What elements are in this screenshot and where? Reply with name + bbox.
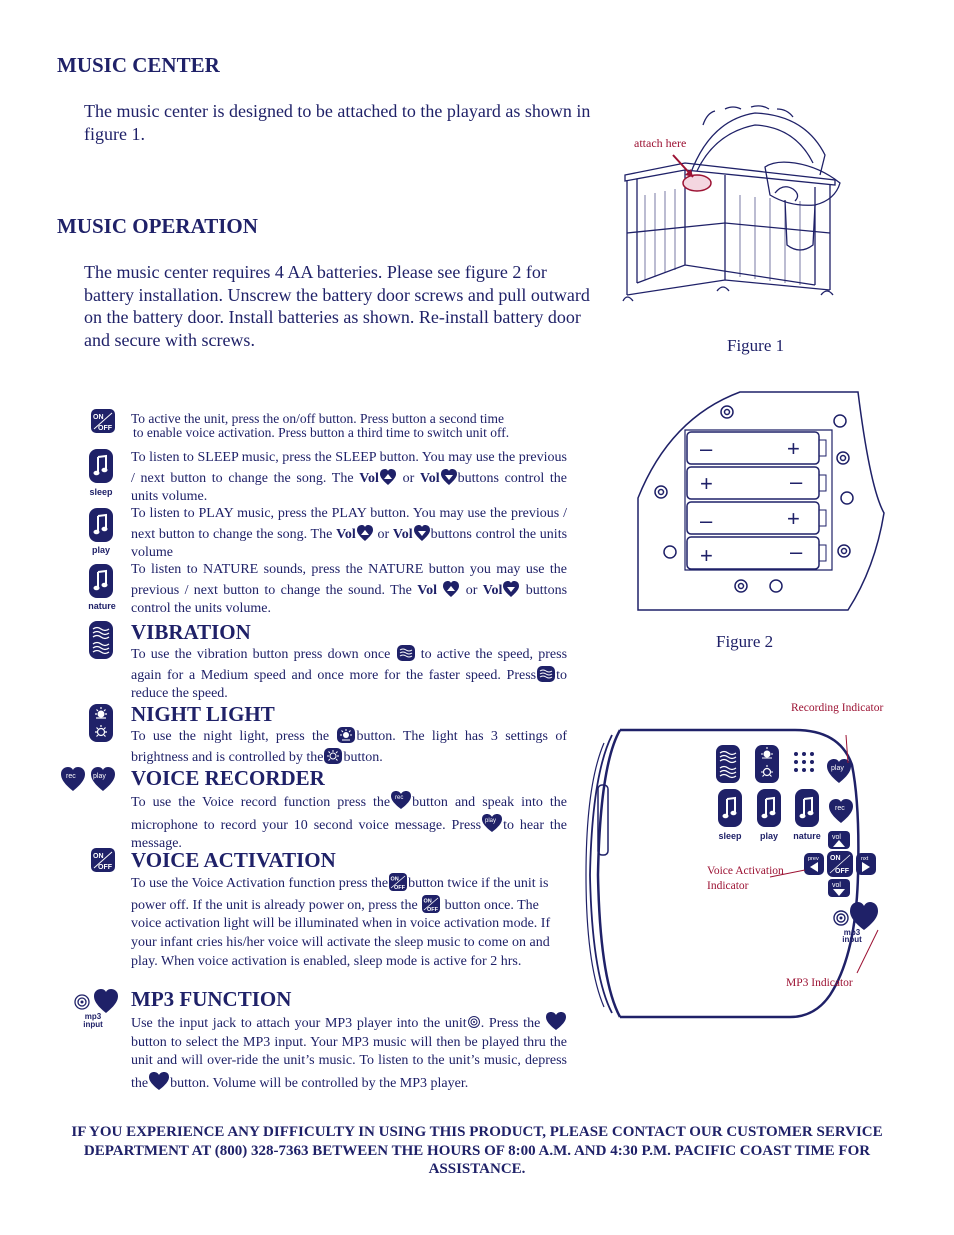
nature-note-icon (89, 564, 113, 598)
panel-vibration-button (716, 745, 740, 783)
nature-label: nature (88, 601, 116, 611)
sleep-note-icon (89, 449, 113, 483)
battery2-plus: + (700, 471, 713, 496)
battery4-plus: + (700, 543, 713, 568)
svg-text:ON: ON (391, 877, 399, 883)
voice-activation-heading: VOICE ACTIVATION (131, 848, 336, 872)
control-panel-illustration: play rec sleep play nature vol prev ON O… (585, 728, 879, 1019)
battery3-minus: – (700, 508, 713, 533)
vol-down-icon (440, 468, 457, 485)
music-center-heading: MUSIC CENTER (57, 53, 220, 77)
svg-text:vol: vol (832, 834, 841, 841)
on-off-inline-icon: ON OFF (389, 873, 408, 891)
on-off-inline-icon: ON OFF (422, 894, 441, 913)
svg-text:play: play (485, 818, 496, 824)
music-operation-text: The music center requires 4 AA batteries… (84, 262, 590, 350)
svg-text:ON: ON (93, 853, 104, 860)
vol-up-icon (443, 580, 460, 597)
on-off-icon: ON OFF (91, 409, 115, 433)
sleep-label: sleep (89, 487, 113, 497)
svg-text:input: input (842, 935, 862, 944)
svg-text:sleep: sleep (718, 831, 742, 841)
music-operation-heading: MUSIC OPERATION (57, 214, 258, 238)
playard-illustration (622, 105, 841, 302)
voice-activation-instructions: To use the Voice Activation function pre… (131, 872, 567, 972)
svg-text:OFF: OFF (98, 864, 113, 871)
svg-text:play: play (760, 831, 778, 841)
customer-service-notice: IF YOU EXPERIENCE ANY DIFFICULTY IN USIN… (71, 1124, 883, 1177)
night-light-instructions: To use the night light, press the button… (131, 726, 567, 767)
figure2-caption: Figure 2 (716, 632, 774, 651)
svg-text:ON: ON (830, 855, 841, 862)
mp3-input-icon (74, 989, 118, 1013)
battery2-minus: – (790, 469, 803, 494)
battery3-plus: + (787, 506, 800, 531)
heart-inline-icon (149, 1072, 170, 1091)
nature-instructions: To listen to NATURE sounds, press the NA… (131, 562, 568, 617)
mp3-function-instructions: Use the input jack to attach your MP3 pl… (131, 1011, 567, 1094)
mp3-indicator-label: MP3 Indicator (786, 977, 853, 989)
voice-recorder-heading: VOICE RECORDER (131, 766, 325, 790)
battery-compartment-illustration: – + + – – + + – (637, 391, 885, 611)
night-light-dim-inline-icon (324, 747, 343, 764)
voice-activation-icon: ON OFF (91, 848, 115, 872)
svg-text:nature: nature (793, 831, 821, 841)
svg-text:rec: rec (395, 795, 403, 801)
vol-down-icon (413, 524, 430, 541)
play-note-icon (89, 508, 113, 542)
svg-text:nxt: nxt (861, 856, 869, 862)
night-light-inline-icon (337, 727, 356, 743)
svg-text:ON: ON (93, 414, 104, 421)
battery1-minus: – (700, 436, 713, 461)
music-center-text: The music center is designed to be attac… (84, 101, 591, 144)
play-inline-icon: play (482, 813, 503, 832)
vibration-inline-icon (396, 645, 415, 661)
vibration-instructions: To use the vibration button press down o… (131, 644, 567, 704)
night-light-heading: NIGHT LIGHT (131, 702, 275, 726)
onoff-instructions: To active the unit, press the on/off but… (131, 411, 510, 440)
svg-text:prev: prev (808, 856, 819, 862)
play-instructions: To listen to PLAY music, press the PLAY … (131, 506, 568, 561)
sleep-instructions: To listen to SLEEP music, press the SLEE… (131, 450, 567, 505)
svg-text:vol: vol (832, 882, 841, 889)
battery4-minus: – (790, 539, 803, 564)
attach-here-label: attach here (634, 136, 687, 150)
vibration-inline-icon (537, 665, 556, 682)
vol-up-icon (379, 468, 396, 485)
rec-inline-icon: rec (391, 791, 412, 809)
voice-recorder-instructions: To use the Voice record function press t… (131, 790, 567, 854)
svg-text:OFF: OFF (835, 868, 850, 875)
svg-text:OFF: OFF (98, 425, 113, 432)
vibration-icon (89, 621, 113, 659)
vibration-heading: VIBRATION (131, 620, 251, 644)
battery1-plus: + (787, 436, 800, 461)
mp3-function-heading: MP3 FUNCTION (131, 987, 292, 1011)
vol-down-icon (503, 580, 520, 597)
play-label: play (91, 545, 110, 555)
input-jack-inline-icon (467, 1016, 480, 1028)
svg-text:OFF: OFF (427, 907, 439, 913)
figure1-caption: Figure 1 (727, 336, 785, 355)
svg-text:rec: rec (835, 805, 845, 812)
recording-indicator-label: Recording Indicator (791, 702, 884, 714)
svg-text:mp3: mp3 (844, 928, 861, 937)
heart-inline-icon (546, 1012, 566, 1030)
vol-up-icon (356, 524, 373, 541)
svg-text:play: play (93, 773, 106, 780)
svg-text:OFF: OFF (394, 885, 406, 891)
svg-text:ON: ON (424, 898, 432, 904)
night-light-icon (89, 704, 113, 742)
svg-text:play: play (831, 765, 844, 772)
svg-text:rec: rec (66, 773, 76, 780)
rec-play-hearts-icon: rec play (61, 767, 115, 791)
